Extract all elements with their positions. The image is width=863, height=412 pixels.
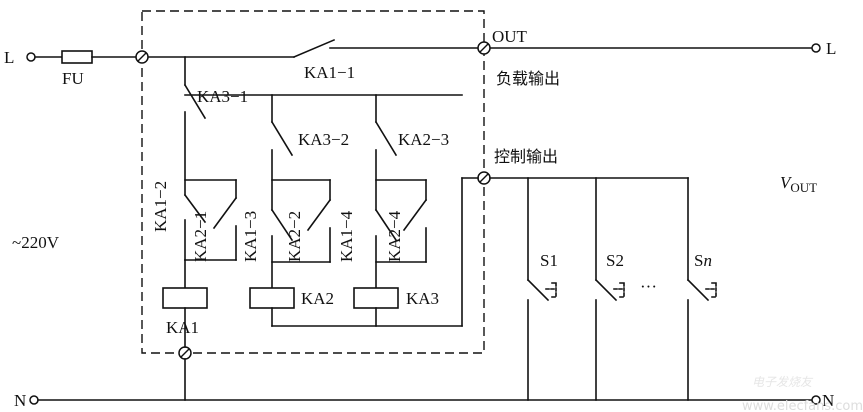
watermark-url: www.elecfans.com (742, 399, 863, 412)
switch-sn (686, 177, 717, 401)
label-l-input: L (4, 48, 14, 67)
watermark-text: 电子发烧友 (752, 375, 814, 389)
screw-terminal-out (477, 41, 491, 55)
label-ka2-2: KA2−2 (285, 211, 304, 262)
label-sn-sub: n (703, 251, 712, 270)
screw-terminal-n (178, 346, 192, 360)
label-vout: VOUT (780, 173, 817, 195)
label-fuse: FU (62, 69, 84, 88)
contact-ka1-4 (374, 208, 398, 242)
label-control-output: 控制输出 (494, 147, 558, 166)
label-dots: ··· (640, 277, 657, 296)
label-coil-ka3: KA3 (406, 289, 439, 308)
switch-s1 (526, 177, 557, 401)
terminal-l-output (811, 43, 821, 53)
label-ka2-1: KA2−1 (191, 211, 210, 262)
screw-terminal-control (477, 171, 491, 185)
contact-ka3-1 (183, 83, 207, 120)
label-voltage: ~220V (12, 233, 60, 252)
label-out: OUT (492, 27, 528, 46)
contact-ka1-3 (270, 208, 294, 242)
coil-ka3 (353, 287, 399, 309)
label-ka3-2: KA3−2 (298, 130, 349, 149)
coil-ka1 (162, 287, 208, 309)
label-s1: S1 (540, 251, 558, 270)
coil-ka2 (249, 287, 295, 309)
label-ka2-4: KA2−4 (385, 210, 404, 262)
switch-s2 (594, 177, 625, 401)
contact-ka1-1 (292, 38, 336, 59)
label-s2: S2 (606, 251, 624, 270)
label-ka1-4: KA1−4 (337, 210, 356, 262)
terminal-l-input (26, 52, 36, 62)
label-coil-ka2: KA2 (301, 289, 334, 308)
label-vout-sub: OUT (790, 180, 817, 195)
contact-ka2-1 (212, 196, 238, 230)
label-ka1-2: KA1−2 (151, 181, 170, 232)
label-load-output: 负载输出 (496, 69, 560, 88)
terminal-n-input (29, 395, 39, 405)
label-vout-main: V (780, 173, 793, 192)
label-ka1-1: KA1−1 (304, 63, 355, 82)
contact-ka2-2 (306, 198, 332, 232)
label-ka2-3: KA2−3 (398, 130, 449, 149)
label-sn-main: S (694, 251, 703, 270)
label-sn: Sn (694, 251, 712, 270)
contact-ka3-2 (270, 120, 294, 157)
label-n-input: N (14, 391, 26, 410)
contact-ka2-4 (402, 198, 428, 232)
fuse (61, 50, 93, 64)
contact-ka2-3 (374, 120, 398, 157)
screw-terminal-l (135, 50, 149, 64)
terminal-n-output (811, 395, 821, 405)
label-n-output: N (822, 391, 834, 410)
label-l-output: L (826, 39, 836, 58)
contact-ka1-2 (183, 193, 207, 224)
label-coil-ka1: KA1 (166, 318, 199, 337)
label-ka1-3: KA1−3 (241, 211, 260, 262)
label-ka3-1: KA3−1 (197, 87, 248, 106)
